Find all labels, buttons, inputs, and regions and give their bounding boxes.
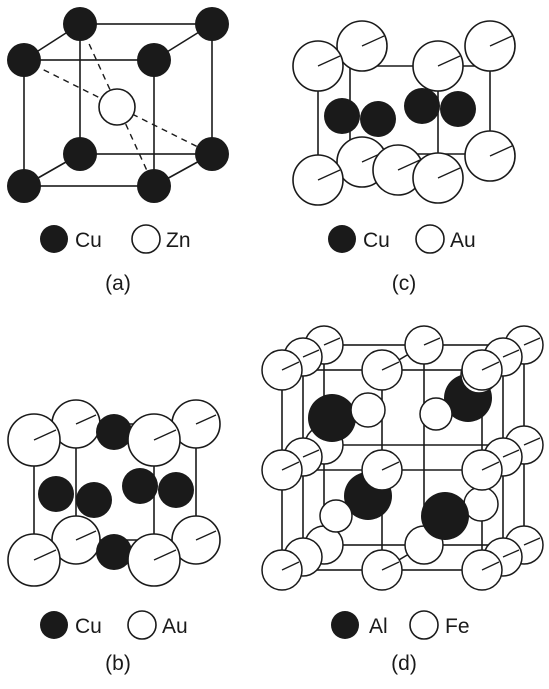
panel-c: Cu Au (c) [292,20,516,295]
cu-atom [63,7,97,41]
legend-open-circle [127,610,157,640]
panel-caption: (c) [392,272,417,295]
cu-atom [137,43,171,77]
legend-open-circle [409,610,439,640]
fe-atom [463,486,499,522]
panel-d-atoms [261,325,544,591]
legend-filled-circle [40,611,68,639]
panel-a-atoms [7,7,229,203]
cu-atom [7,169,41,203]
panel-c-atoms [292,20,516,206]
fe-atom [419,397,453,431]
panel-caption: (a) [105,272,131,295]
panel-b-legend: Cu Au [40,610,188,640]
panel-b-atoms [7,399,221,587]
cu-atom [76,482,112,518]
cu-atom [158,472,194,508]
cu-atom [195,7,229,41]
cu-atom [7,43,41,77]
cu-atom [440,91,476,127]
zn-atom [98,88,136,126]
cu-atom [360,101,396,137]
cu-atom [137,169,171,203]
legend-label: Au [162,615,188,638]
legend-filled-circle [331,611,359,639]
legend-label: Zn [166,229,191,252]
cu-atom [195,137,229,171]
legend-label: Cu [75,615,102,638]
cu-atom [96,414,132,450]
cu-atom [63,137,97,171]
legend-label: Cu [363,229,390,252]
al-atom [421,492,469,540]
legend-label: Al [369,615,388,638]
cu-atom [122,468,158,504]
legend-label: Cu [75,229,102,252]
panel-c-legend: Cu Au [328,224,476,254]
panel-caption: (d) [391,652,417,675]
legend-filled-circle [328,225,356,253]
panel-d: Al Fe (d) [261,325,544,675]
cu-atom [404,88,440,124]
cu-atom [96,534,132,570]
panel-d-legend: Al Fe [331,610,470,640]
legend-filled-circle [40,225,68,253]
legend-open-circle [415,224,445,254]
panel-caption: (b) [105,652,131,675]
al-atom [308,394,356,442]
fe-atom [350,392,386,428]
legend-label: Fe [445,615,470,638]
panel-a: Cu Zn (a) [7,7,229,295]
panel-a-legend: Cu Zn [40,224,191,254]
legend-open-circle [131,224,161,254]
cu-atom [38,476,74,512]
legend-label: Au [450,229,476,252]
cu-atom [324,98,360,134]
panel-b: Cu Au (b) [7,399,221,675]
fe-atom [319,499,353,533]
